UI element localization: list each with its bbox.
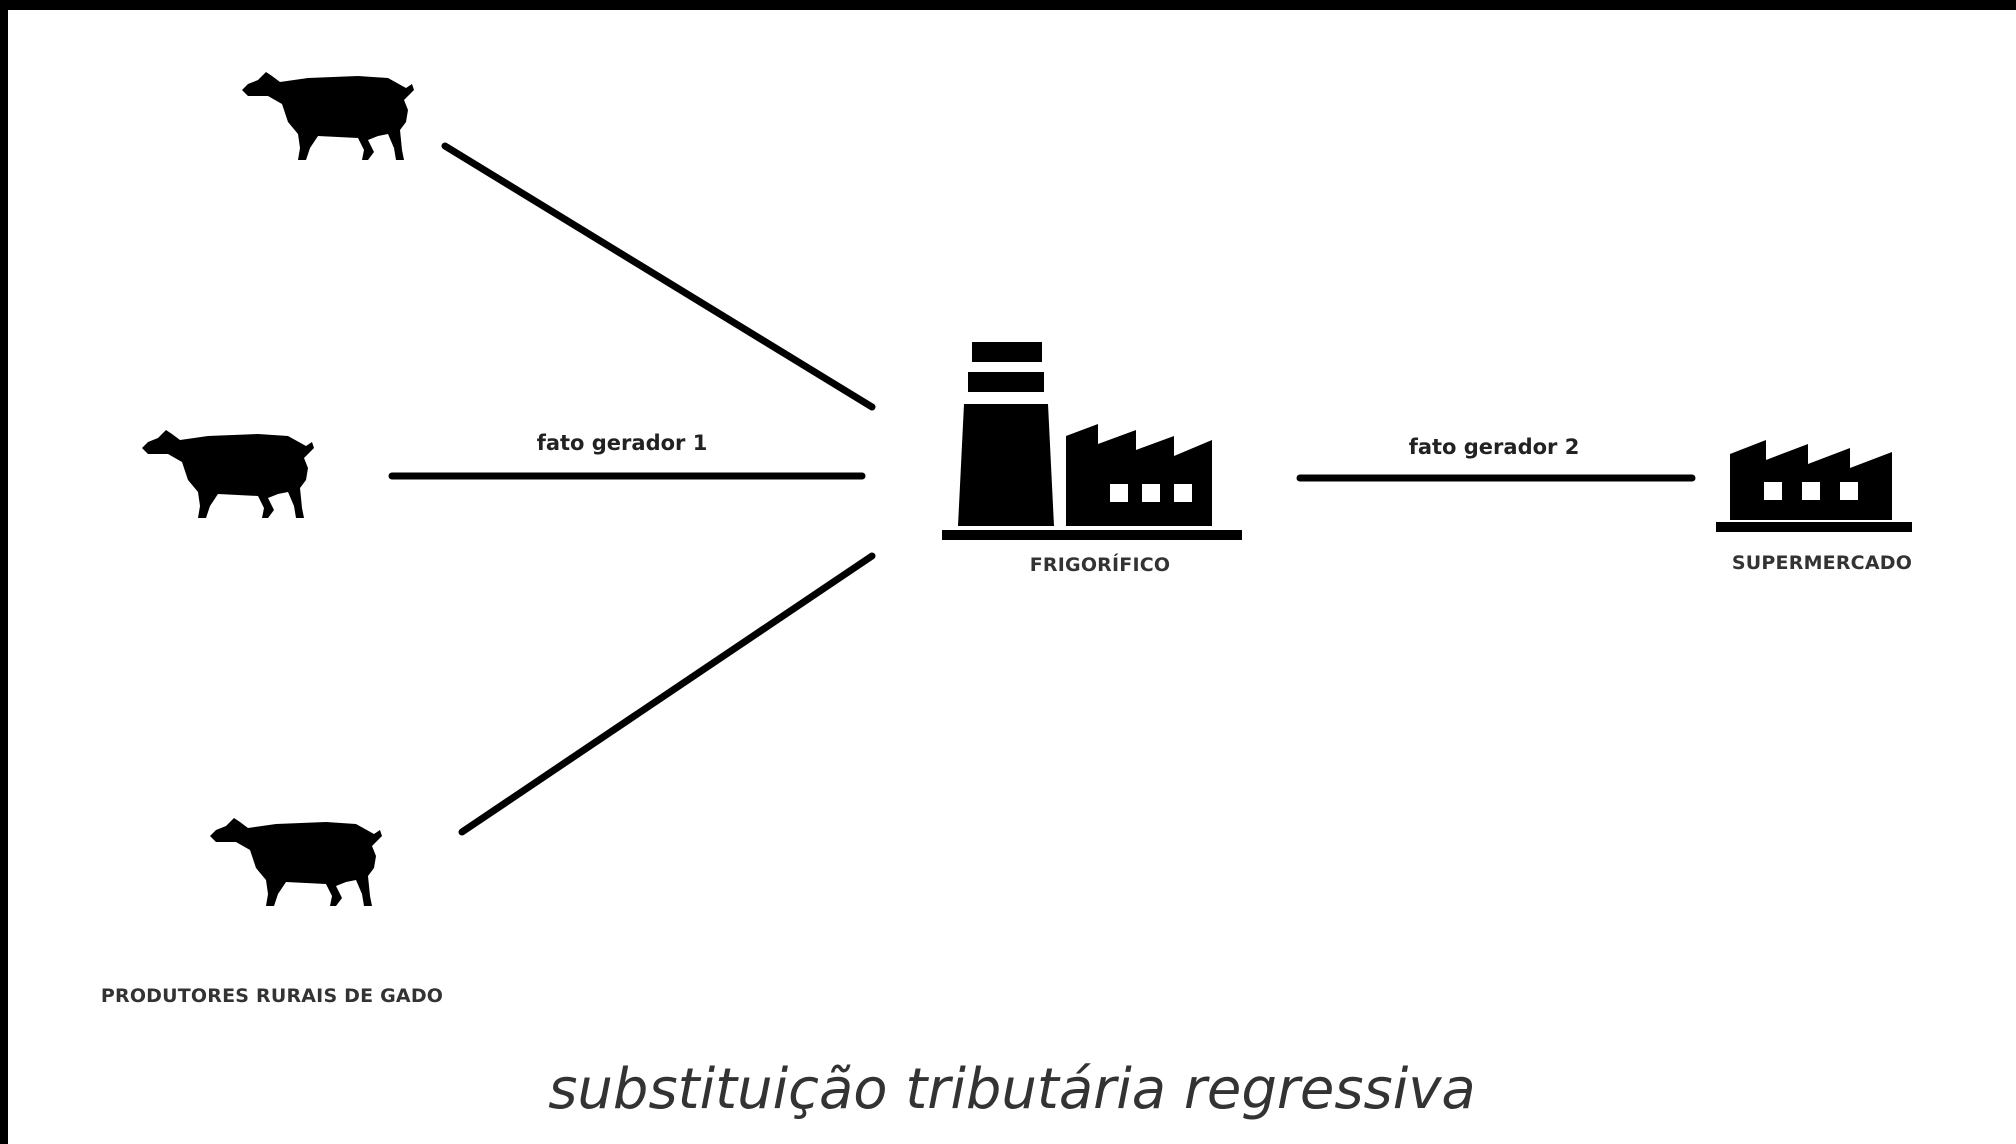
- diagram-caption: substituição tributária regressiva: [548, 1057, 1476, 1122]
- fato-gerador-1-label: fato gerador 1: [537, 431, 708, 455]
- cow-icon: [210, 818, 382, 906]
- edge-producer-bottom-to-frigorifico: [458, 552, 876, 836]
- frigorifico-label: FRIGORÍFICO: [1030, 553, 1170, 576]
- supermercado-label: SUPERMERCADO: [1732, 552, 1912, 574]
- factory-with-chimney-icon: [942, 342, 1242, 540]
- produtores-rurais-label: PRODUTORES RURAIS DE GADO: [101, 985, 443, 1007]
- cow-icon: [142, 430, 314, 518]
- cow-icon: [242, 72, 414, 160]
- diagram-canvas: [8, 10, 2016, 1144]
- factory-icon: [1716, 440, 1912, 532]
- fato-gerador-2-label: fato gerador 2: [1409, 435, 1580, 459]
- edge-producer-top-to-frigorifico: [441, 142, 876, 411]
